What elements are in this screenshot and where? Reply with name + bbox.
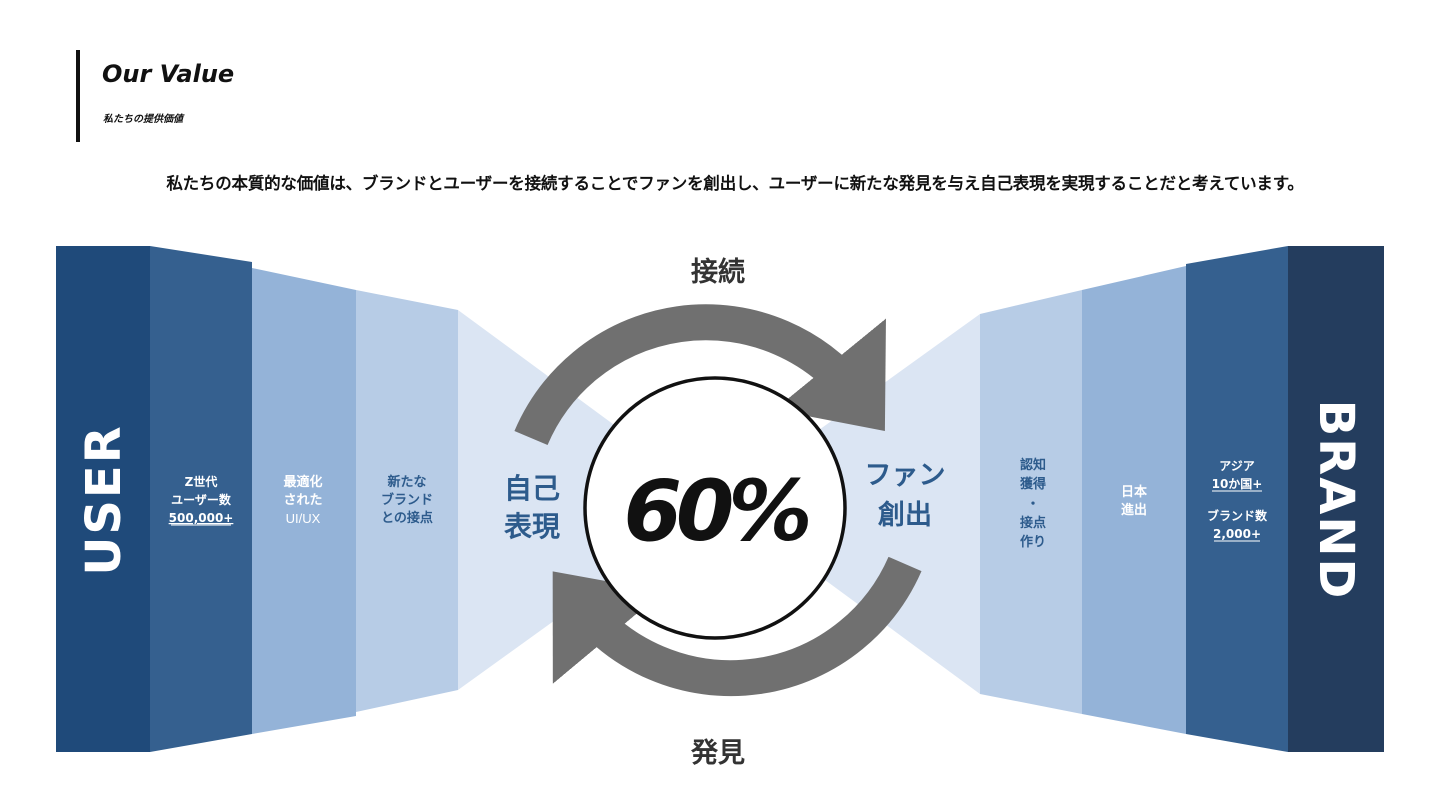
- cycle-label-right-1: ファン: [865, 460, 946, 491]
- cycle-label-top: 接続: [691, 257, 745, 288]
- brand-panel-2: [1082, 266, 1186, 734]
- user-block: [56, 246, 150, 752]
- brand-panel-1-emphasis-2: 2,000+: [1213, 527, 1261, 541]
- user-panel-3: [356, 290, 458, 712]
- cycle-label-right-2: 創出: [878, 500, 932, 531]
- brand-panel-2-line-2: 進出: [1121, 502, 1147, 518]
- user-label: USER: [76, 424, 132, 575]
- brand-panel-1-line-1: アジア: [1219, 459, 1255, 473]
- brand-panel-1: [1186, 246, 1288, 752]
- user-panel-3-line-3: との接点: [381, 510, 433, 526]
- lead-statement: 私たちの本質的な価値は、ブランドとユーザーを接続することでファンを創出し、ユーザ…: [166, 174, 1304, 193]
- brand-panel-1-emphasis: 10か国+: [1212, 477, 1263, 491]
- cycle-label-left-2: 表現: [504, 510, 560, 543]
- brand-block: [1288, 246, 1384, 752]
- brand-panel-3-line-1: 認知: [1020, 457, 1046, 473]
- page-title: Our Value: [102, 60, 235, 88]
- brand-panel-3-line-3: ・: [1026, 497, 1039, 512]
- top-cycle-arrow: [514, 304, 886, 446]
- user-panel-1-line-2: ユーザー数: [171, 492, 232, 507]
- user-panel-3-line-2: ブランド: [381, 492, 433, 508]
- user-panel-3-line-1: 新たな: [387, 474, 426, 490]
- user-panel-1-line-1: Z世代: [185, 474, 218, 489]
- page-subtitle: 私たちの提供価値: [103, 114, 183, 125]
- bottom-cycle-arrow: [552, 556, 922, 697]
- center-circle: [583, 376, 847, 640]
- user-panel-2: [252, 268, 356, 734]
- user-panel-2-line-1: 最適化: [283, 474, 322, 490]
- brand-panel-3: [980, 290, 1082, 714]
- user-panel-2-line-3: UI/UX: [286, 511, 321, 526]
- title-accent-bar: [76, 50, 80, 142]
- brand-panel-3-line-4: 接点: [1020, 515, 1046, 531]
- brand-panel-3-line-2: 獲得: [1020, 476, 1046, 492]
- user-panel-1-emphasis: 500,000+: [169, 511, 234, 525]
- brand-panel-1-line-2: ブランド数: [1207, 508, 1268, 523]
- center-value: 60%: [623, 462, 808, 560]
- cycle-label-left-1: 自己: [504, 472, 560, 505]
- cycle-label-bottom: 発見: [690, 738, 745, 769]
- brand-panel-2-line-1: 日本: [1121, 484, 1147, 500]
- brand-panel-3-line-5: 作り: [1020, 534, 1046, 550]
- user-panel-2-line-2: された: [283, 493, 322, 508]
- brand-label: BRAND: [1308, 400, 1364, 601]
- user-panel-1: [150, 246, 252, 752]
